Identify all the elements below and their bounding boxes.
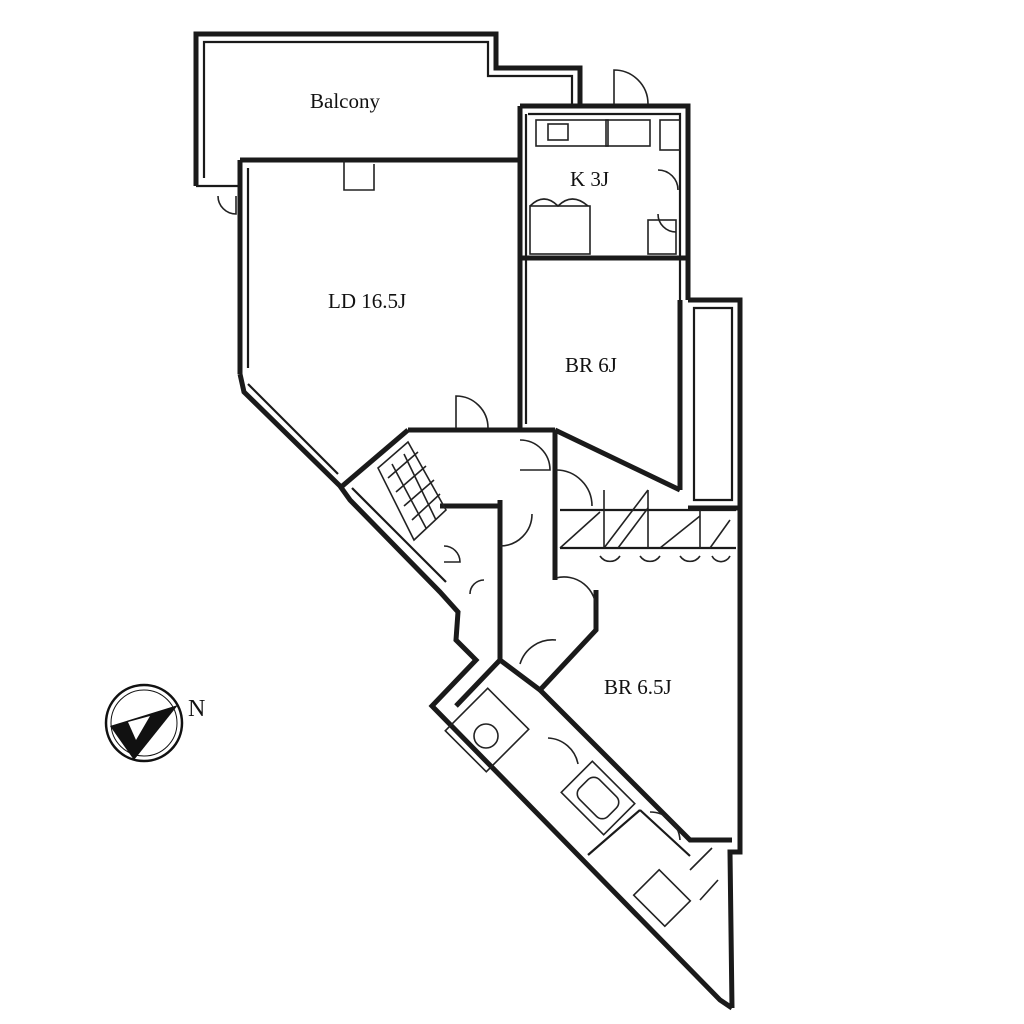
kitchen-label: K 3J — [570, 167, 609, 191]
balcony-area — [193, 31, 583, 188]
closets — [559, 489, 731, 549]
exterior-walls — [237, 103, 743, 1011]
compass-icon — [104, 683, 184, 763]
entry-storage — [377, 440, 448, 542]
kitchen-fixtures — [529, 119, 681, 255]
balcony-label: Balcony — [310, 89, 380, 113]
bedroom-2-label: BR 6.5J — [604, 675, 672, 699]
living-dining-label: LD 16.5J — [328, 289, 406, 313]
north-label: N — [188, 696, 205, 722]
bathroom-fixtures — [444, 687, 719, 928]
doors — [217, 69, 731, 841]
interior-walls — [338, 106, 736, 857]
bedroom-1-label: BR 6J — [565, 353, 617, 377]
